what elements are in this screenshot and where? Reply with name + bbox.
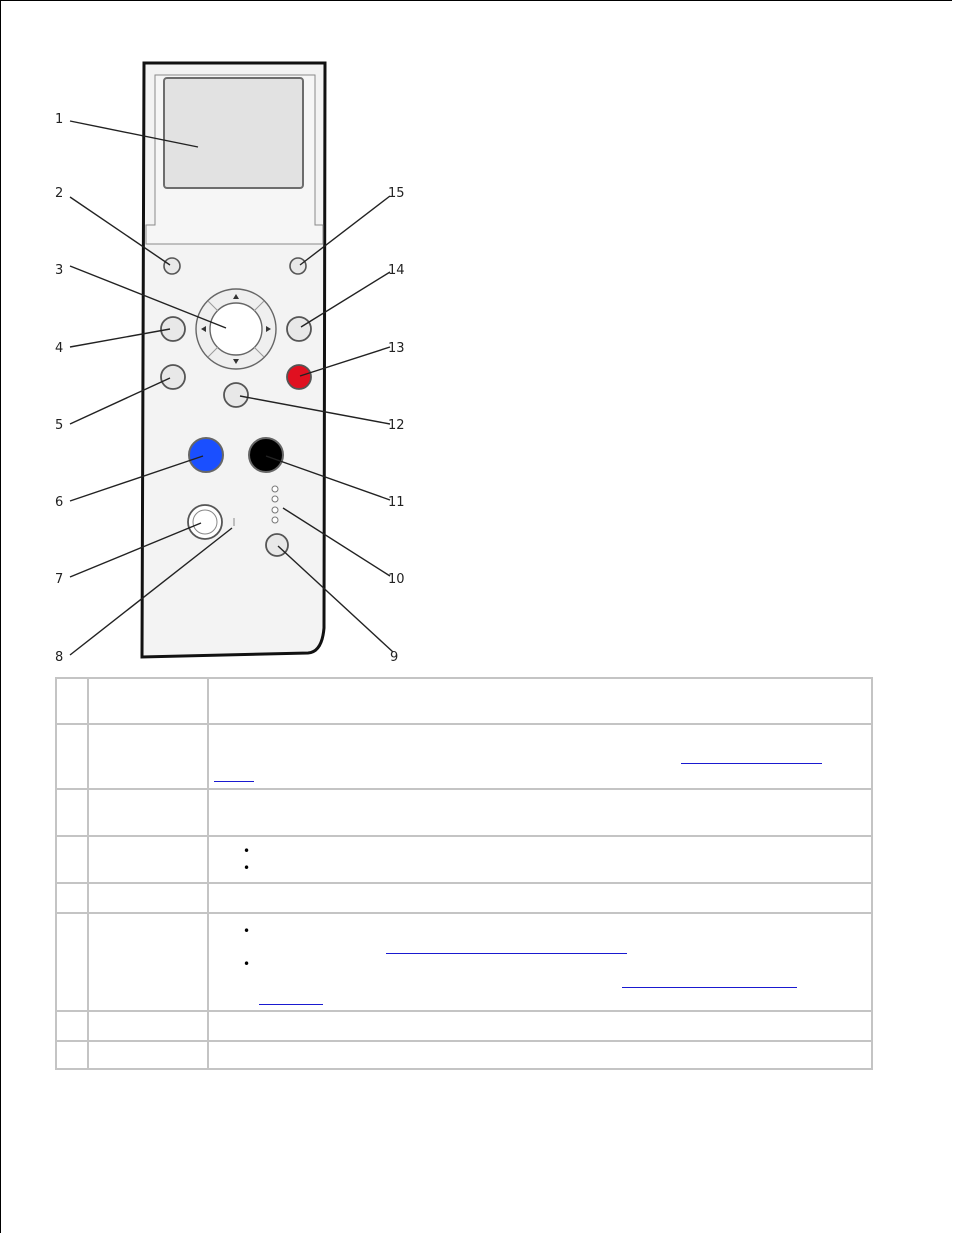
table-row (55, 1010, 873, 1042)
table-row (55, 788, 873, 837)
table-row (55, 677, 873, 725)
table-row (55, 835, 873, 884)
reference-link[interactable] (622, 987, 797, 988)
callout-2: 2 (55, 186, 63, 201)
list-item (243, 860, 871, 877)
parts-table (55, 677, 873, 1070)
list-item (243, 956, 871, 989)
select-mode-button[interactable] (223, 382, 249, 408)
start-black-button[interactable] (248, 437, 284, 473)
description-cell (207, 882, 873, 914)
table-row (55, 723, 873, 790)
table-row (55, 1040, 873, 1070)
part-name-cell (87, 677, 209, 725)
arrow-left-icon (201, 326, 206, 332)
row-number-cell (55, 1010, 89, 1042)
back-button[interactable] (160, 316, 186, 342)
indicator-lights (271, 485, 279, 524)
callout-10: 10 (388, 572, 405, 587)
callout-6: 6 (55, 495, 63, 510)
part-name-cell (87, 1040, 209, 1070)
callout-4: 4 (55, 341, 63, 356)
reference-link-continued[interactable] (214, 781, 254, 782)
description-cell (207, 1040, 873, 1070)
part-name-cell (87, 835, 209, 884)
arrow-up-icon (233, 294, 239, 299)
description-cell (207, 912, 873, 1012)
callout-3: 3 (55, 263, 63, 278)
row-number-cell (55, 1040, 89, 1070)
callout-11: 11 (388, 495, 405, 510)
start-color-button[interactable] (188, 437, 224, 473)
bullet-list (209, 923, 871, 989)
callout-1: 1 (55, 112, 63, 127)
callout-7: 7 (55, 572, 63, 587)
description-cell (207, 1010, 873, 1042)
operator-panel-diagram: 1 2 3 4 5 6 7 8 9 10 11 12 13 14 15 (55, 61, 405, 665)
part-name-cell (87, 723, 209, 790)
callout-8: 8 (55, 650, 63, 665)
callout-9: 9 (390, 650, 398, 665)
list-item (243, 923, 871, 956)
arrow-down-icon (233, 359, 239, 364)
reference-link[interactable] (386, 953, 627, 954)
description-cell (207, 677, 873, 725)
callout-5: 5 (55, 418, 63, 433)
callout-12: 12 (388, 418, 405, 433)
bullet-list (209, 843, 871, 877)
description-cell (207, 723, 873, 790)
reference-link[interactable] (681, 763, 822, 764)
callout-13: 13 (388, 341, 405, 356)
part-name-cell (87, 788, 209, 837)
table-row (55, 882, 873, 914)
options-button[interactable] (160, 364, 186, 390)
settings-button[interactable] (286, 316, 312, 342)
reference-link-continued[interactable] (259, 1004, 323, 1005)
row-number-cell (55, 912, 89, 1012)
lcd-display (163, 77, 304, 189)
arrow-right-icon (266, 326, 271, 332)
navigation-pad[interactable] (195, 288, 277, 370)
leader-lines (69, 120, 394, 656)
description-cell (207, 788, 873, 837)
table-row (55, 912, 873, 1012)
stop-button[interactable] (286, 364, 312, 390)
menu-button[interactable] (163, 257, 181, 275)
part-name-cell (87, 882, 209, 914)
list-item (243, 843, 871, 860)
description-cell (207, 835, 873, 884)
row-number-cell (55, 788, 89, 837)
callout-15: 15 (388, 186, 405, 201)
row-number-cell (55, 677, 89, 725)
callout-14: 14 (388, 263, 405, 278)
row-number-cell (55, 835, 89, 884)
power-button[interactable] (289, 257, 307, 275)
row-number-cell (55, 882, 89, 914)
part-name-cell (87, 1010, 209, 1042)
row-number-cell (55, 723, 89, 790)
part-name-cell (87, 912, 209, 1012)
